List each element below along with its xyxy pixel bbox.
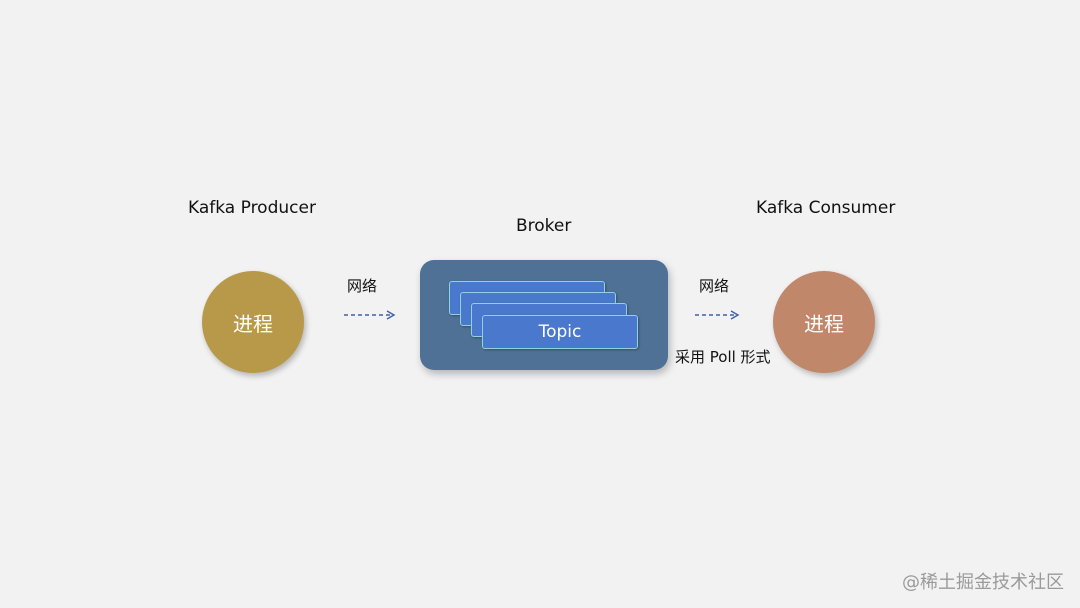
consumer-network-label: 网络: [699, 277, 730, 295]
producer-network-label: 网络: [347, 277, 378, 295]
consumer-title: Kafka Consumer: [756, 198, 896, 218]
producer-title: Kafka Producer: [188, 198, 316, 218]
producer-process-node: 进程: [202, 271, 304, 373]
topic-label: Topic: [538, 322, 582, 342]
producer-process-label: 进程: [233, 311, 273, 336]
watermark: @稀土掘金技术社区: [902, 572, 1064, 593]
consumer-process-node: 进程: [773, 271, 875, 373]
broker-container: Topic: [420, 260, 668, 370]
topic-card-front: Topic: [482, 315, 638, 349]
broker-to-consumer-arrow: [695, 310, 740, 320]
producer-to-broker-arrow: [344, 310, 396, 320]
consumer-process-label: 进程: [804, 311, 844, 336]
poll-mode-label: 采用 Poll 形式: [675, 348, 771, 366]
broker-title: Broker: [516, 216, 572, 236]
